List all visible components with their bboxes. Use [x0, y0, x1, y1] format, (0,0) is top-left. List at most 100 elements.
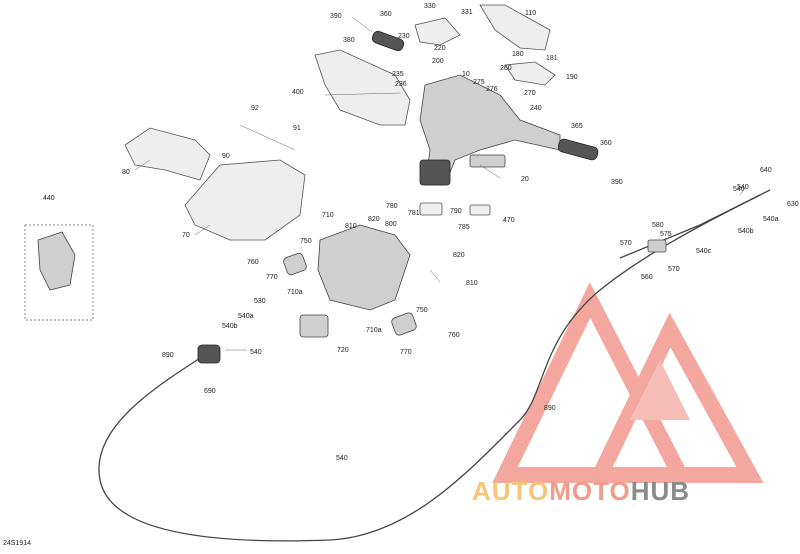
callout: 540 [250, 349, 262, 356]
cover-180 [504, 61, 556, 86]
callout: 236 [395, 81, 407, 88]
callout: 530 [254, 298, 266, 305]
callout: 820 [453, 252, 465, 259]
callout: 10 [462, 71, 470, 78]
callout: 690 [204, 388, 216, 395]
callout: 90 [222, 153, 230, 160]
callout: 540 [733, 186, 745, 193]
callout: 540b [222, 323, 238, 330]
callout: 240 [530, 105, 542, 112]
callout: 890 [162, 352, 174, 359]
watermark-text: AUTOMOTOHUB [472, 476, 690, 507]
callout: 400 [292, 89, 304, 96]
callout: 760 [448, 332, 460, 339]
callout: 270 [524, 90, 536, 97]
bracket-92 [239, 124, 296, 151]
block-780 [419, 202, 443, 216]
callout: 331 [461, 9, 473, 16]
callout: 710 [322, 212, 334, 219]
callout: 540 [737, 184, 749, 191]
callout: 110 [525, 10, 536, 17]
callout: 365 [571, 123, 583, 130]
callout: 710a [287, 289, 303, 296]
callout: 640 [760, 167, 772, 174]
callout: 360 [380, 11, 392, 18]
callout: 380 [343, 37, 355, 44]
callout: 770 [400, 349, 412, 356]
callout: 810 [345, 223, 357, 230]
grip-360-right [557, 138, 599, 161]
callout: 540a [763, 216, 779, 223]
callout: 890 [544, 405, 556, 412]
upper-cable [619, 189, 771, 259]
callout: 70 [182, 232, 190, 239]
callout: 470 [503, 217, 515, 224]
leader-lines [134, 16, 746, 351]
callout: 800 [385, 221, 397, 228]
callout: 540 [336, 455, 348, 462]
callout: 580 [652, 222, 664, 229]
watermark-logo-icon [492, 282, 764, 483]
console-70 [184, 159, 306, 241]
callout: 20 [521, 176, 529, 183]
callout: 540c [696, 248, 712, 255]
shroud-80 [124, 127, 211, 181]
part-580 [647, 239, 667, 253]
callout: 820 [368, 216, 380, 223]
watermark-part-c: HUB [630, 476, 691, 506]
callout: 390 [611, 179, 623, 186]
main-cable [98, 194, 761, 542]
callout: 570 [668, 266, 680, 273]
callout: 630 [787, 201, 799, 208]
callout: 330 [424, 3, 436, 10]
callout: 770 [266, 274, 278, 281]
callout: 230 [398, 33, 410, 40]
callout: 275 [473, 79, 485, 86]
callout: 560 [641, 274, 653, 281]
callout: 575 [660, 231, 672, 238]
part-440 [37, 231, 76, 291]
callout: 235 [392, 71, 404, 78]
callout: 440 [43, 195, 55, 202]
callout: 750 [416, 307, 428, 314]
callout: 720 [337, 347, 349, 354]
watermark-part-b: MOTO [549, 476, 631, 506]
callout: 360 [600, 140, 612, 147]
callout: 710a [366, 327, 382, 334]
callout: 390 [330, 13, 342, 20]
callout: 190 [566, 74, 578, 81]
callout: 220 [434, 45, 446, 52]
housing-570 [197, 344, 221, 364]
callout: 810 [466, 280, 478, 287]
callout: 276 [486, 86, 498, 93]
handlebar-assembly [419, 74, 561, 186]
callout: 260 [500, 65, 512, 72]
callout: 570 [620, 240, 632, 247]
block-470 [469, 204, 491, 216]
callout: 750 [300, 238, 312, 245]
callout: 200 [432, 58, 444, 65]
inset-440-frame [24, 224, 94, 321]
callout: 181 [546, 55, 558, 62]
boot-750 [283, 252, 307, 276]
diagram-reference-code: 24S1914 [3, 540, 32, 547]
steering-support-710 [317, 224, 411, 311]
grip-360-left [371, 30, 405, 52]
left-cover [314, 49, 411, 126]
callout: 92 [251, 105, 259, 112]
callout: 781 [408, 210, 420, 217]
watermark-part-a: AUTO [472, 476, 550, 506]
callout: 540a [238, 313, 254, 320]
callout: 780 [386, 203, 398, 210]
callout-labels: 390 360 380 330 331 110 230 220 200 180 … [43, 3, 799, 462]
boot-750b [391, 312, 417, 336]
callout: 790 [450, 208, 462, 215]
callout: 785 [458, 224, 470, 231]
cover-110 [479, 4, 551, 51]
lever-530 [299, 314, 329, 338]
callout: 80 [122, 169, 130, 176]
callout: 180 [512, 51, 524, 58]
callout: 91 [293, 125, 301, 132]
cover-330 [414, 17, 461, 46]
